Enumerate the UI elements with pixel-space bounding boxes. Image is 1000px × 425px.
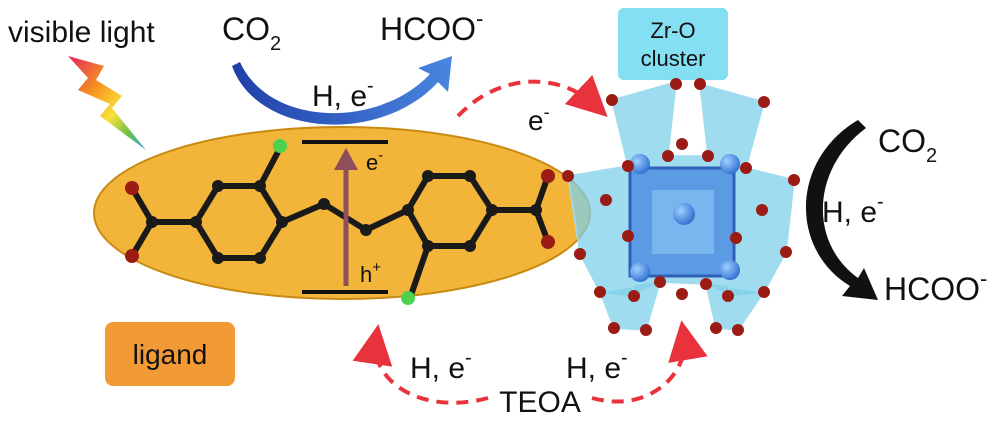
electron-label: e- — [366, 147, 383, 175]
electron-transfer-label: e- — [528, 102, 550, 136]
co2-top-label: CO2 — [222, 11, 281, 55]
zr-o-cluster — [562, 78, 800, 336]
h-e-top-label: H, e- — [312, 75, 374, 113]
hcoo-top-label: HCOO- — [380, 6, 483, 47]
top-conversion-arrow — [232, 56, 452, 125]
amino-atom-bottom — [401, 291, 415, 305]
co2-right-label: CO2 — [878, 123, 937, 167]
teoa-label: TEOA — [499, 386, 581, 419]
electron-transfer-arrow — [456, 74, 608, 118]
hcoo-right-label: HCOO- — [884, 266, 987, 307]
zr-o-cluster-line2: cluster — [641, 46, 706, 71]
teoa-left-arrow — [352, 324, 489, 405]
zr-o-cluster-box — [618, 8, 728, 80]
h-e-right-label: H, e- — [822, 191, 884, 229]
ligand-label: ligand — [133, 339, 208, 370]
h-e-bottom-right-label: H, e- — [566, 347, 628, 385]
ligand-oxygen-atoms — [125, 169, 555, 263]
amino-atom-top — [273, 139, 287, 153]
h-e-bottom-left-label: H, e- — [410, 347, 472, 385]
excitation-arrow-head — [334, 148, 358, 170]
cluster-oxygen-atoms — [562, 78, 800, 336]
zr-o-cluster-line1: Zr-O — [650, 18, 695, 43]
right-conversion-arrow — [805, 120, 878, 300]
visible-light-label: visible light — [8, 16, 155, 49]
lightning-bolt-icon — [68, 56, 146, 150]
ligand-atoms — [146, 170, 542, 264]
hole-label: h+ — [360, 259, 381, 287]
ligand-label-box — [105, 322, 235, 386]
